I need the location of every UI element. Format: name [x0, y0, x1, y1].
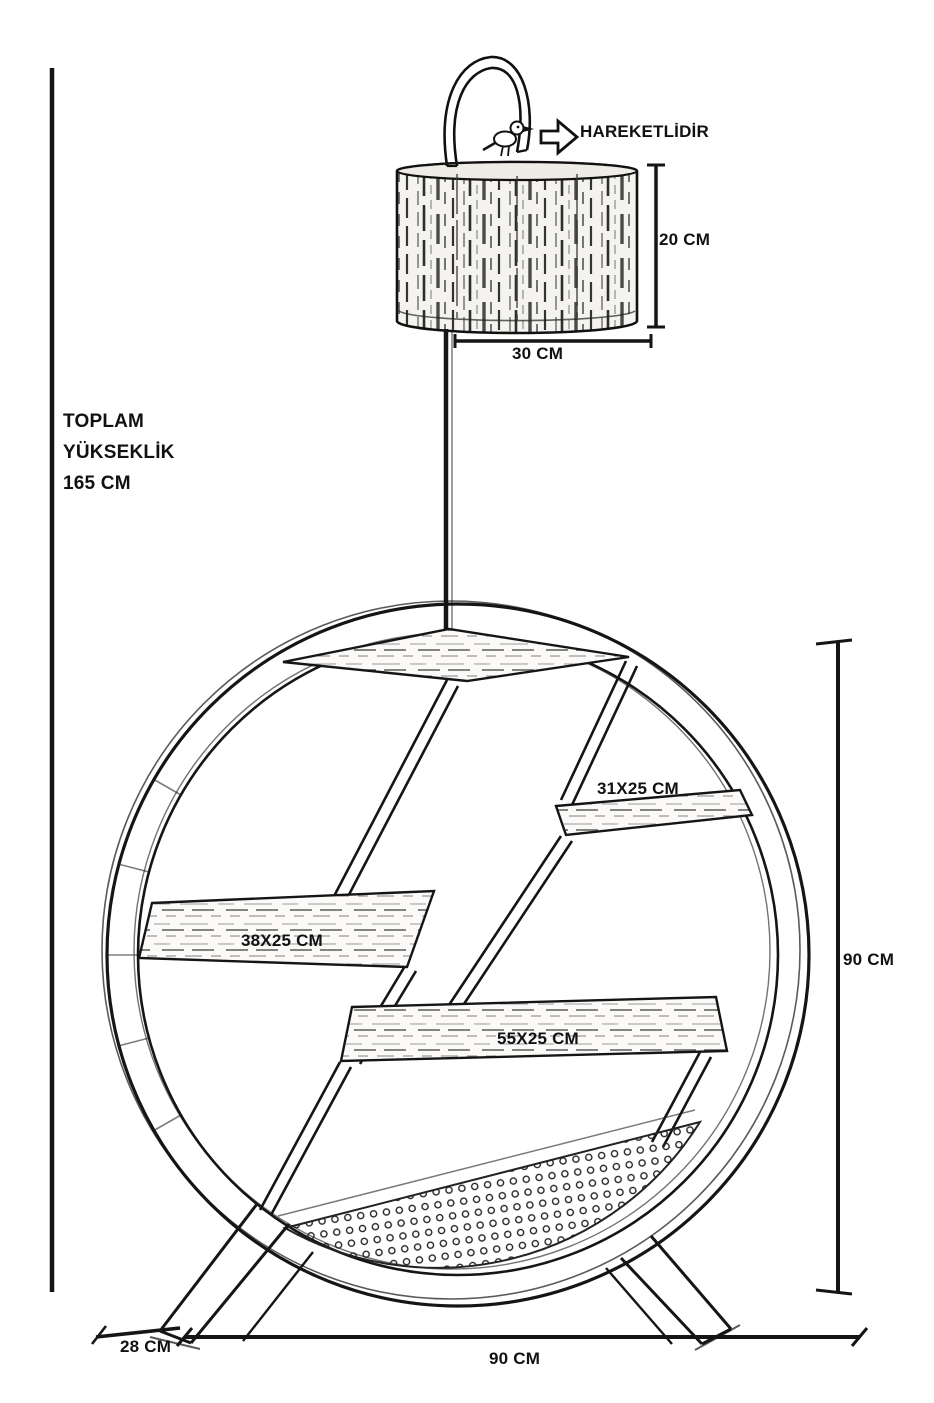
lamp-handle — [443, 55, 531, 168]
diagonal-dividers — [258, 660, 713, 1216]
dimension-line-lamp-height — [647, 163, 665, 329]
mesh-basket — [277, 1109, 703, 1269]
dimension-line-frame-height — [815, 638, 853, 1296]
lamp-shade — [395, 160, 639, 335]
lamp-width-label: 30 CM — [512, 344, 564, 363]
total-height-line2: YÜKSEKLİK — [63, 442, 175, 463]
shelf-top — [282, 627, 630, 683]
dimension-line-base-depth — [90, 1325, 181, 1345]
bird-figure — [482, 120, 534, 157]
base-width-label: 90 CM — [489, 1349, 541, 1368]
shelf-center-label: 55X25 CM — [497, 1029, 579, 1048]
right-leg — [605, 1235, 741, 1351]
lamp-pole — [443, 329, 453, 646]
base-depth-label: 28 CM — [120, 1337, 172, 1356]
dimension-line-lamp-width — [453, 334, 653, 348]
shelf-38x25 — [137, 889, 436, 969]
total-height-line1: TOPLAM — [63, 411, 145, 432]
shelf-55x25 — [339, 995, 729, 1063]
shelf-right-label: 31X25 CM — [597, 779, 679, 798]
movable-label: HAREKETLİDİR — [580, 122, 709, 141]
total-height-line3: 165 CM — [63, 473, 131, 494]
frame-height-label: 90 CM — [843, 950, 895, 969]
lamp-height-label: 20 CM — [659, 230, 711, 249]
total-height-label: TOPLAM YÜKSEKLİK 165 CM — [63, 406, 175, 499]
shelf-31x25 — [554, 788, 754, 837]
dimension-line-base-width — [175, 1327, 869, 1347]
movable-arrow-icon — [539, 117, 580, 157]
left-leg — [149, 1203, 314, 1350]
shelf-left-label: 38X25 CM — [241, 931, 323, 950]
